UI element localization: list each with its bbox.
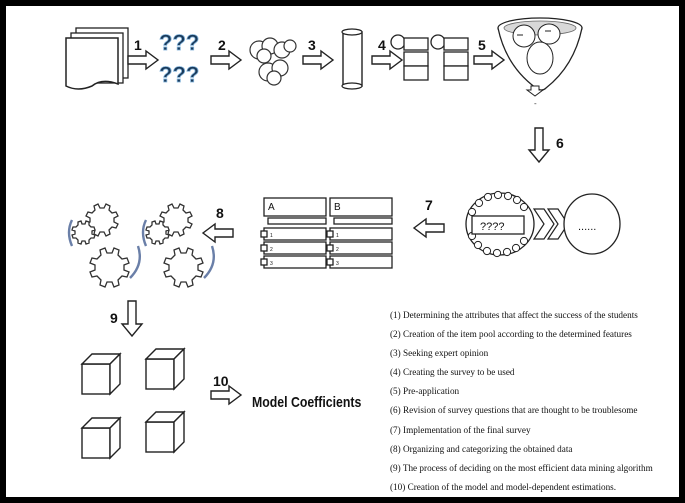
legend-item-7: (7) Implementation of the final survey: [390, 424, 531, 435]
final-survey-icon: ???? ......: [465, 190, 621, 258]
legend-item-1: (1) Determining the attributes that affe…: [390, 310, 638, 320]
table-a-row-3: 3: [270, 261, 273, 267]
table-b-row-2: 2: [336, 247, 339, 253]
survey-placeholder-text: ????: [480, 221, 504, 233]
arrow-step-3: [302, 50, 334, 70]
step-number-9: 9: [110, 310, 118, 326]
table-a-row-1: 1: [270, 233, 273, 239]
legend-item-6: (6) Revision of survey questions that ar…: [390, 405, 638, 416]
gears-icon: [67, 203, 215, 288]
question-marks-bottom: ???: [159, 62, 199, 87]
step-number-4: 4: [378, 37, 386, 53]
arrow-step-2: [210, 50, 242, 70]
step-number-3: 3: [308, 37, 316, 53]
algorithm-cubes-icon: [80, 347, 186, 460]
arrow-step-9: [120, 300, 144, 338]
arrow-step-1: [127, 50, 159, 70]
legend-item-2: (2) Creation of the item pool according …: [390, 329, 632, 340]
survey-scroll-icon: [341, 28, 363, 90]
legend-item-8: (8) Organizing and categorizing the obta…: [390, 443, 573, 454]
arrow-step-4: [371, 50, 403, 70]
survey-ellipsis-text: ......: [578, 221, 596, 233]
arrow-step-7: [413, 218, 445, 238]
arrow-step-8: [202, 223, 234, 243]
table-header-b: B: [334, 202, 341, 213]
legend-item-5: (5) Pre-application: [390, 386, 460, 397]
step-legend: (1) Determining the attributes that affe…: [390, 306, 680, 497]
legend-item-10: (10) Creation of the model and model-dep…: [390, 481, 617, 492]
table-header-a: A: [268, 202, 275, 213]
step-number-2: 2: [218, 37, 226, 53]
table-b-row-3: 3: [336, 261, 339, 267]
legend-item-9: (9) The process of deciding on the most …: [390, 462, 653, 473]
data-table-icon: [260, 197, 393, 269]
funnel-output-mark: -: [534, 99, 537, 108]
arrow-step-5: [473, 50, 505, 70]
table-a-row-2: 2: [270, 247, 273, 253]
pre-application-forms-icon: [390, 34, 469, 81]
model-coefficients-label: Model Coefficients: [252, 394, 362, 411]
legend-item-3: (3) Seeking expert opinion: [390, 348, 489, 359]
step-number-7: 7: [425, 197, 433, 213]
table-b-row-1: 1: [336, 233, 339, 239]
documents-icon: [65, 27, 129, 90]
expert-opinion-cloud-icon: [249, 37, 297, 86]
figure-frame: 1 ??? ??? 2 3 4 5: [6, 6, 679, 497]
question-marks-icon: ??? ???: [159, 30, 200, 88]
question-marks-top: ???: [159, 30, 199, 55]
revision-funnel-icon: -: [497, 17, 583, 108]
step-number-10: 10: [213, 373, 229, 389]
step-number-1: 1: [134, 37, 142, 53]
process-diagram: 1 ??? ??? 2 3 4 5: [65, 17, 621, 460]
step-number-5: 5: [478, 37, 486, 53]
step-number-6: 6: [556, 135, 564, 151]
step-number-8: 8: [216, 205, 224, 221]
arrow-step-6: [527, 127, 551, 164]
legend-item-4: (4) Creating the survey to be used: [390, 367, 515, 378]
